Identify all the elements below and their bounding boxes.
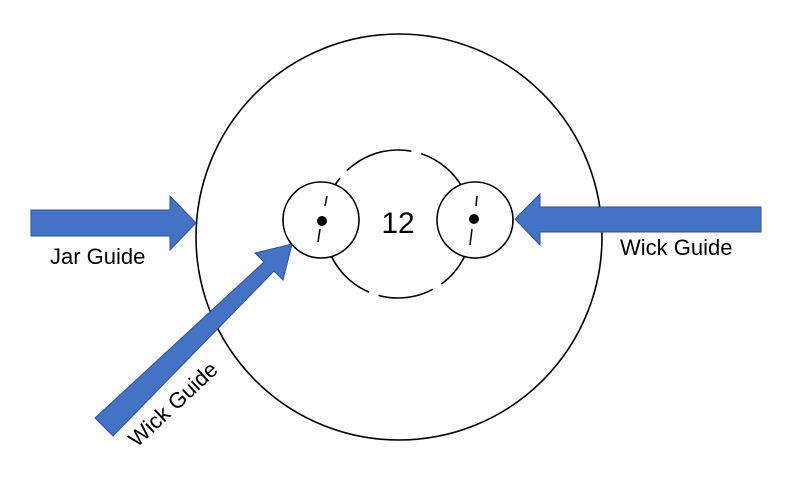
right-wick-dash-lower	[469, 228, 473, 246]
right-wick-dash-upper	[475, 195, 478, 207]
center-number: 12	[381, 207, 414, 240]
jar-guide-arrow	[30, 194, 197, 252]
wick-guide-arrow-diagonal	[94, 243, 293, 437]
left-wick-dash-lower	[317, 228, 321, 243]
left-wick-dot	[317, 216, 327, 226]
jar-guide-label: Jar Guide	[50, 244, 145, 269]
wick-guide-label-right: Wick Guide	[620, 235, 732, 260]
outer-jar-circle	[195, 33, 603, 441]
right-wick-dot	[469, 214, 479, 224]
left-wick-dash-upper	[324, 195, 328, 207]
wick-guide-arrow-right	[514, 192, 762, 247]
